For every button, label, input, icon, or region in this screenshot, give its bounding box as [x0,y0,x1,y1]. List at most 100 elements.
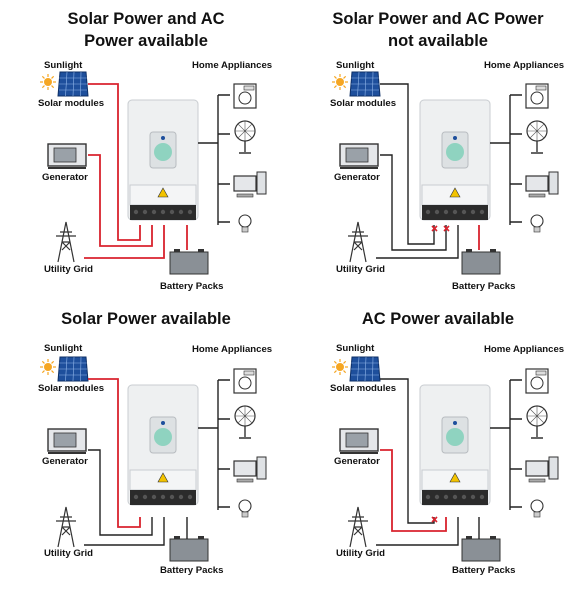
grid-to-inverter-line [376,225,459,259]
fan-icon [526,120,548,154]
fan-icon [234,405,256,439]
flow-diagram [332,71,559,275]
solar-modules-label: Solar modules [330,383,397,394]
sunlight-label: Sunlight [44,60,83,71]
computer-icon [525,456,559,483]
flow-diagram [40,71,267,275]
solar-to-inverter-line [88,83,141,241]
solar-to-inverter-line [88,378,141,528]
generator-label: Generator [42,172,88,183]
utility-tower-icon [348,221,368,263]
component-icons [332,71,559,275]
home-appliances-label: Home Appliances [192,60,273,71]
battery-icon [461,249,501,275]
battery-icon [169,249,209,275]
utility-grid-label: Utility Grid [336,548,386,559]
generator-to-inverter-line [380,154,447,251]
grid-to-inverter-line [84,517,165,546]
grid-to-inverter-line [376,517,459,546]
battery-icon [461,536,501,562]
inverter-icon [127,99,199,221]
washing-machine-icon [233,368,257,394]
sun-icon [332,74,348,90]
panel-title: Solar Power available [61,310,231,328]
solar-to-inverter-line [380,83,435,245]
washing-machine-icon [525,83,549,109]
grid-to-inverter-line [84,225,165,259]
solar-panel-icon [349,71,381,97]
appliance-bus-lines [198,94,230,225]
generator-label: Generator [334,456,380,467]
panel-title-line1: Solar Power and AC Power [332,10,544,28]
utility-grid-label: Utility Grid [336,264,386,275]
utility-grid-label: Utility Grid [44,264,94,275]
solar-panel-icon [349,356,381,382]
washing-machine-icon [233,83,257,109]
panel-title-line2: not available [388,32,488,50]
sun-icon [40,74,56,90]
generator-icon [47,143,87,169]
sunlight-label: Sunlight [336,343,375,354]
generator-icon [339,143,379,169]
home-appliances-label: Home Appliances [192,344,273,355]
home-appliances-label: Home Appliances [484,60,565,71]
battery-packs-label: Battery Packs [452,565,516,576]
utility-grid-label: Utility Grid [44,548,94,559]
appliance-bus-lines [198,379,230,510]
disconnect-mark [431,516,438,523]
panel-solar-and-ac-available: Solar Power and AC Power available Sunli… [0,0,292,294]
computer-icon [233,456,267,483]
appliance-bus-lines [490,94,522,225]
inverter-icon [127,384,199,506]
light-bulb-icon [530,499,544,518]
utility-tower-icon [56,506,76,548]
component-icons [40,71,267,275]
inverter-icon [419,384,491,506]
component-icons [332,356,559,562]
sunlight-label: Sunlight [336,60,375,71]
solar-modules-label: Solar modules [38,383,105,394]
battery-packs-label: Battery Packs [452,281,516,292]
light-bulb-icon [238,499,252,518]
washing-machine-icon [525,368,549,394]
solar-panel-icon [57,71,89,97]
utility-tower-icon [348,506,368,548]
sunlight-label: Sunlight [44,343,83,354]
home-appliances-label: Home Appliances [484,344,565,355]
sun-icon [332,359,348,375]
panel-title-line2: Power available [84,32,208,50]
computer-icon [525,171,559,198]
generator-icon [339,428,379,454]
panel-solar-available: Solar Power available Sunlight Solar mod… [0,295,292,589]
flow-diagram [40,356,267,562]
generator-to-inverter-line [88,154,153,247]
generator-icon [47,428,87,454]
panel-solar-and-ac-not-available: Solar Power and AC Power not available S… [292,0,584,294]
panel-ac-power-available: AC Power available Sunlight Solar module… [292,295,584,589]
solar-modules-label: Solar modules [38,98,105,109]
solar-modules-label: Solar modules [330,98,397,109]
generator-to-inverter-line [380,449,447,532]
inverter-icon [419,99,491,221]
battery-packs-label: Battery Packs [160,565,224,576]
appliance-bus-lines [490,379,522,510]
utility-tower-icon [56,221,76,263]
battery-icon [169,536,209,562]
computer-icon [233,171,267,198]
disconnect-mark-2 [443,225,450,232]
flow-diagram [332,356,559,562]
fan-icon [234,120,256,154]
disconnect-mark-1 [431,225,438,232]
component-icons [40,356,267,562]
fan-icon [526,405,548,439]
panel-title-line1: Solar Power and AC [67,10,225,28]
generator-label: Generator [42,456,88,467]
light-bulb-icon [530,214,544,233]
generator-label: Generator [334,172,380,183]
sun-icon [40,359,56,375]
generator-to-inverter-line [88,449,153,536]
light-bulb-icon [238,214,252,233]
solar-panel-icon [57,356,89,382]
battery-packs-label: Battery Packs [160,281,224,292]
panel-title: AC Power available [361,310,515,328]
